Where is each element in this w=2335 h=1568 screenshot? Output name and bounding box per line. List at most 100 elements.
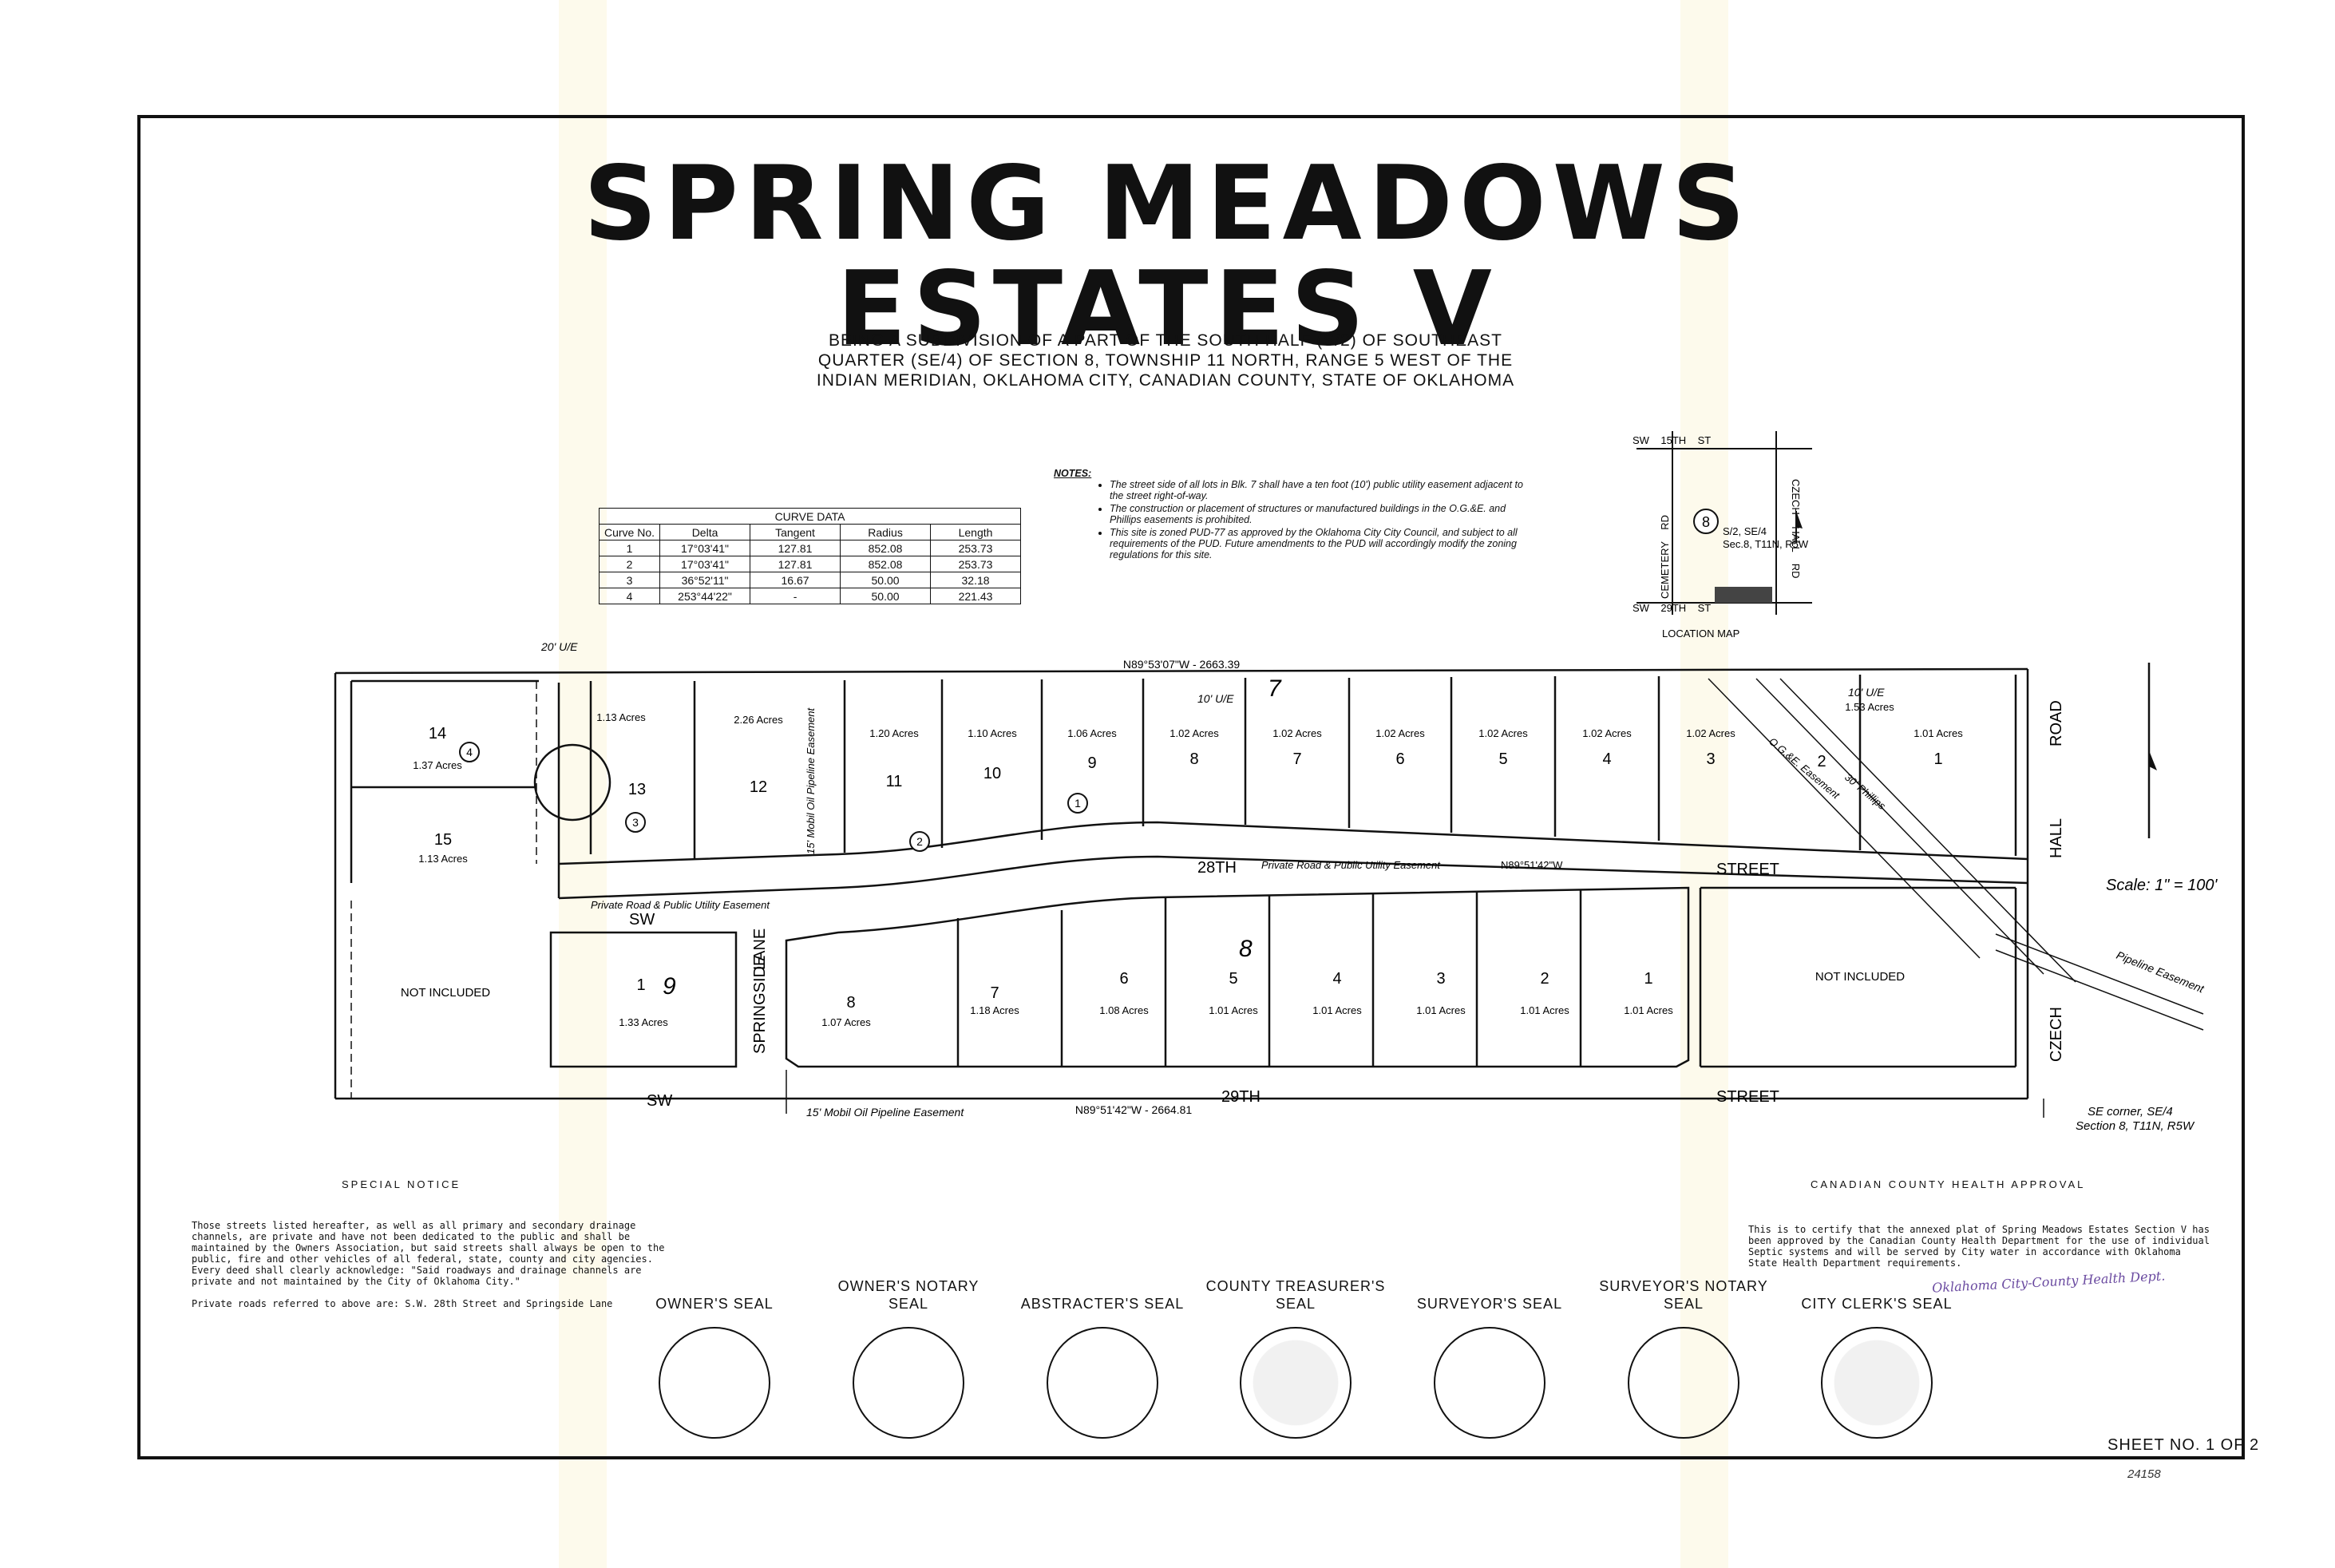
lot-acres: 1.13 Acres xyxy=(418,853,468,865)
owners-seal: OWNER'S SEAL xyxy=(623,1276,806,1439)
lot-acres: 1.13 Acres xyxy=(596,711,646,723)
table-row: 3 36°52'11" 16.67 50.00 32.18 xyxy=(598,572,1022,588)
ue-20: 20' U/E xyxy=(540,640,578,653)
springside-lane-suffix: LANE xyxy=(751,929,769,970)
lot-number: 4 xyxy=(1332,970,1341,988)
lot-acres: 1.01 Acres xyxy=(1312,1004,1362,1016)
lot-acres: 1.01 Acres xyxy=(1914,727,1963,739)
lot-acres: 1.01 Acres xyxy=(1209,1004,1258,1016)
health-approval-body: This is to certify that the annexed plat… xyxy=(1748,1224,2210,1269)
lot-number: 5 xyxy=(1498,750,1507,768)
location-left-road: CEMETERY RD xyxy=(1659,515,1671,599)
lot-acres: 1.02 Acres xyxy=(1169,727,1219,739)
street-28th-street: STREET xyxy=(1716,861,1779,878)
lot-number: 15 xyxy=(434,831,452,849)
abstracters-seal: ABSTRACTER'S SEAL xyxy=(1011,1276,1194,1439)
paper-fold-band xyxy=(1680,0,1728,1568)
lot-acres: 1.53 Acres xyxy=(1845,701,1894,713)
lot-number: 1 xyxy=(1644,970,1652,988)
notes-heading: NOTES: xyxy=(1054,468,1092,479)
lot-acres: 1.02 Acres xyxy=(1582,727,1632,739)
se-corner-label: SE corner, SE/4 xyxy=(2088,1105,2173,1119)
health-approval-heading: CANADIAN COUNTY HEALTH APPROVAL xyxy=(1811,1178,2086,1190)
scale-label: Scale: 1" = 100' xyxy=(2106,877,2218,894)
table-row: 2 17°03'41" 127.81 852.08 253.73 xyxy=(598,556,1022,572)
seal-label: OWNER'S SEAL xyxy=(655,1296,774,1312)
table-cell: 36°52'11" xyxy=(659,572,751,588)
note-item: The construction or placement of structu… xyxy=(1110,503,1533,525)
block-8-label: 8 xyxy=(1239,936,1253,962)
mobil-easement-blk7: 15' Mobil Oil Pipeline Easement xyxy=(805,707,817,854)
lot-number: 6 xyxy=(1395,750,1404,768)
lot-number: 7 xyxy=(990,984,999,1002)
top-bearing: N89°53'07"W - 2663.39 xyxy=(1123,658,1241,671)
lot-acres: 1.33 Acres xyxy=(619,1016,668,1028)
lot-acres: 1.20 Acres xyxy=(869,727,919,739)
plat-title: SPRING MEADOWS ESTATES V xyxy=(0,152,2335,362)
special-notice-text: Those streets listed hereafter, as well … xyxy=(192,1220,665,1287)
street-28th-bearing: N89°51'42"W xyxy=(1501,859,1563,871)
surveyors-seal: SURVEYOR'S SEAL xyxy=(1398,1276,1581,1439)
city-clerks-seal: CITY CLERK'S SEAL xyxy=(1785,1276,1969,1439)
pipeline-easement: Pipeline Easement xyxy=(2115,948,2206,996)
lot-number: 3 xyxy=(1436,970,1445,988)
location-section-caption: Sec.8, T11N, R5W xyxy=(1723,538,1809,550)
lot-number: 10 xyxy=(983,765,1001,782)
location-bottom-street: SW 29TH ST xyxy=(1633,602,1711,614)
plat-notes: NOTES: The street side of all lots in Bl… xyxy=(1054,468,1533,562)
table-cell: 221.43 xyxy=(930,588,1022,604)
lot-number: 8 xyxy=(1189,750,1198,768)
location-top-street: SW 15TH ST xyxy=(1633,434,1711,446)
note-item: The street side of all lots in Blk. 7 sh… xyxy=(1110,479,1533,501)
not-included-west: NOT INCLUDED xyxy=(401,986,490,1000)
lot-acres: 1.01 Acres xyxy=(1624,1004,1673,1016)
paper-fold-band xyxy=(559,0,607,1568)
lot-acres: 1.18 Acres xyxy=(970,1004,1019,1016)
plat-subtitle: BEING A SUBDIVISION OF A PART OF THE SOU… xyxy=(766,331,1565,390)
street-29th: 29TH xyxy=(1221,1088,1261,1106)
lot-acres: 1.02 Acres xyxy=(1686,727,1735,739)
plat-sheet-border xyxy=(137,115,2245,1459)
czech-hall-road: CZECH xyxy=(2048,1007,2065,1062)
curve-marker: 4 xyxy=(466,746,473,758)
street-29th-street: STREET xyxy=(1716,1088,1779,1106)
lot-acres: 1.02 Acres xyxy=(1478,727,1528,739)
county-treasurers-seal: COUNTY TREASURER'S SEAL xyxy=(1204,1276,1387,1439)
special-notice-heading: SPECIAL NOTICE xyxy=(342,1178,461,1190)
lot-number: 2 xyxy=(1540,970,1549,988)
lot-number: 4 xyxy=(1602,750,1611,768)
lot-number: 11 xyxy=(886,773,903,790)
oge-easement: O.G.&E. Easement xyxy=(1767,735,1842,802)
lot-number: 6 xyxy=(1119,970,1128,988)
lot-number: 7 xyxy=(1292,750,1301,768)
seal-label: COUNTY TREASURER'S SEAL xyxy=(1205,1278,1386,1312)
seal-circle xyxy=(1047,1327,1158,1439)
street-28th-easement: Private Road & Public Utility Easement xyxy=(1261,859,1441,871)
lot-acres: 1.10 Acres xyxy=(968,727,1017,739)
curve-table-header: Length xyxy=(930,524,1022,540)
street-28th: 28TH xyxy=(1197,859,1237,877)
subtitle-line: BEING A SUBDIVISION OF A PART OF THE SOU… xyxy=(829,331,1502,350)
block-7-label: 7 xyxy=(1268,675,1282,702)
springside-lane: SPRINGSIDE xyxy=(751,956,769,1054)
location-section-number: 8 xyxy=(1702,514,1710,530)
lot-number: 3 xyxy=(1706,750,1715,768)
se-corner-label: Section 8, T11N, R5W xyxy=(2076,1119,2195,1133)
curve-marker: 3 xyxy=(632,816,639,829)
seal-circle xyxy=(659,1327,770,1439)
ue-10: 10' U/E xyxy=(1197,692,1234,705)
sheet-number: SHEET NO. 1 OF 2 xyxy=(2107,1436,2260,1454)
table-row: 4 253°44'22" - 50.00 221.43 xyxy=(598,588,1022,604)
seal-circle-embossed xyxy=(1240,1327,1352,1439)
table-cell: 50.00 xyxy=(840,588,932,604)
table-cell: 253°44'22" xyxy=(659,588,751,604)
lot-acres: 1.07 Acres xyxy=(821,1016,871,1028)
seal-circle xyxy=(853,1327,964,1439)
curve-data-table: CURVE DATA Curve No. Delta Tangent Radiu… xyxy=(598,508,1022,604)
ue-10: 10' U/E xyxy=(1848,686,1885,699)
surveyors-notary-seal: SURVEYOR'S NOTARY SEAL xyxy=(1592,1276,1775,1439)
seal-circle-stamped xyxy=(1821,1327,1933,1439)
lot-acres: 1.06 Acres xyxy=(1067,727,1117,739)
seal-label: SURVEYOR'S NOTARY SEAL xyxy=(1599,1278,1768,1312)
lot-acres: 1.02 Acres xyxy=(1375,727,1425,739)
